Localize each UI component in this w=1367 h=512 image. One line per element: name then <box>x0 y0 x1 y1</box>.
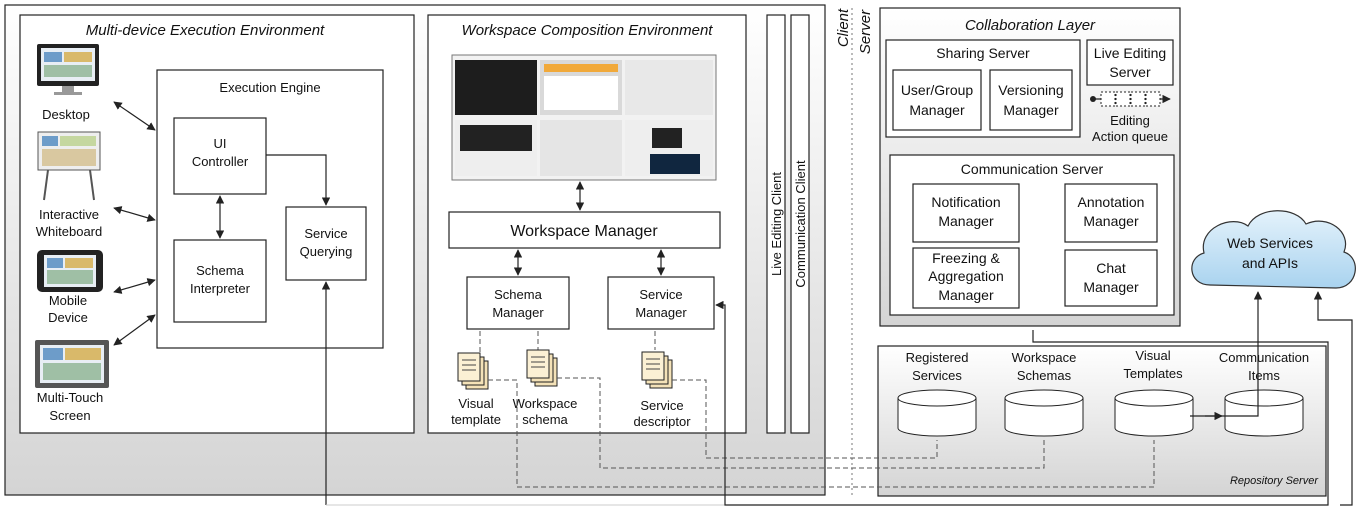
registered-services-label-2: Services <box>912 368 962 383</box>
device-multitouch-label-1: Multi-Touch <box>37 390 103 405</box>
schema-manager <box>466 276 570 330</box>
workspace-schemas-label-2: Schemas <box>1017 368 1072 383</box>
annotation-manager-label-2: Manager <box>1083 213 1139 229</box>
device-mobile-label-1: Mobile <box>49 293 87 308</box>
communication-client-label: Communication Client <box>793 160 808 288</box>
collaboration-layer: Collaboration Layer Sharing Server User/… <box>879 7 1181 327</box>
communication-client <box>790 14 810 434</box>
versioning-manager-label-1: Versioning <box>998 82 1063 98</box>
visual-templates-label-1: Visual <box>1135 348 1170 363</box>
freezing-manager-label-3: Manager <box>938 287 994 303</box>
chat-manager <box>1064 249 1158 307</box>
notification-manager-label-2: Manager <box>938 213 994 229</box>
document-icon-service-descriptor <box>641 351 673 389</box>
live-editing-server <box>1086 39 1174 86</box>
communication-items-label-2: Items <box>1248 368 1280 383</box>
editing-action-queue-icon <box>1090 91 1171 107</box>
freezing-aggregation-manager <box>912 247 1020 309</box>
live-editing-client-label: Live Editing Client <box>769 172 784 276</box>
editing-queue-label-2: Action queue <box>1092 129 1168 144</box>
schema-interpreter <box>173 239 267 323</box>
server-label: Server <box>857 9 874 54</box>
communication-items-db-icon <box>1224 389 1304 437</box>
tablet-icon <box>37 250 103 292</box>
workspace-screenshot-thumbnail <box>451 54 717 181</box>
execution-engine-title: Execution Engine <box>219 80 320 95</box>
visual-templates-label-2: Templates <box>1123 366 1183 381</box>
workspace-schemas-label-1: Workspace <box>1012 350 1077 365</box>
whiteboard-icon <box>37 131 101 201</box>
registered-services-label-1: Registered <box>906 350 969 365</box>
device-whiteboard-label-1: Interactive <box>39 207 99 222</box>
live-editing-server-label-1: Live Editing <box>1094 45 1166 61</box>
service-manager-label-2: Manager <box>635 305 687 320</box>
notification-manager <box>912 183 1020 243</box>
schema-manager-label-1: Schema <box>494 287 542 302</box>
annotation-manager-label-1: Annotation <box>1078 194 1145 210</box>
doc-service-descriptor-label-2: descriptor <box>633 414 691 429</box>
collab-title: Collaboration Layer <box>965 17 1096 34</box>
visual-templates-db-icon <box>1114 389 1194 437</box>
ui-controller-label-1: UI <box>214 136 227 151</box>
notification-manager-label-1: Notification <box>931 194 1000 210</box>
freezing-manager-label-1: Freezing & <box>932 250 1000 266</box>
device-whiteboard-label-2: Whiteboard <box>36 224 102 239</box>
live-editing-client <box>766 14 786 434</box>
service-manager <box>607 276 715 330</box>
doc-service-descriptor-label-1: Service <box>640 398 683 413</box>
device-mobile-label-2: Device <box>48 310 88 325</box>
service-querying-label-1: Service <box>304 226 347 241</box>
user-group-manager-label-1: User/Group <box>901 82 974 98</box>
device-desktop-label: Desktop <box>42 107 90 122</box>
workspace-composition-environment: Workspace Composition Environment Worksp… <box>427 14 747 434</box>
client-label: Client <box>835 8 852 47</box>
registered-services-db-icon <box>897 389 977 437</box>
versioning-manager <box>989 69 1073 131</box>
user-group-manager-label-2: Manager <box>909 102 965 118</box>
freezing-manager-label-2: Aggregation <box>928 268 1004 284</box>
multitouch-screen-icon <box>35 340 109 388</box>
web-services-label-2: and APIs <box>1242 255 1298 271</box>
chat-manager-label-2: Manager <box>1083 279 1139 295</box>
service-querying-label-2: Querying <box>300 244 353 259</box>
schema-interpreter-label-2: Interpreter <box>190 281 251 296</box>
mdee-title: Multi-device Execution Environment <box>86 22 325 39</box>
schema-manager-label-2: Manager <box>492 305 544 320</box>
workspace-schemas-db-icon <box>1004 389 1084 437</box>
document-icon-visual-template <box>457 352 489 390</box>
editing-queue-label-1: Editing <box>1110 113 1150 128</box>
ui-controller <box>173 117 267 195</box>
doc-workspace-schema-label-1: Workspace <box>513 396 578 411</box>
schema-interpreter-label-1: Schema <box>196 263 244 278</box>
workspace-manager <box>448 211 721 249</box>
repository-server-label: Repository Server <box>1230 475 1319 487</box>
user-group-manager <box>892 69 982 131</box>
web-services-label-1: Web Services <box>1227 235 1313 251</box>
wce-title: Workspace Composition Environment <box>462 22 714 39</box>
communication-items-label-1: Communication <box>1219 350 1309 365</box>
workspace-manager-label: Workspace Manager <box>510 223 658 240</box>
doc-visual-template-label-1: Visual <box>458 396 493 411</box>
desktop-icon <box>37 44 99 95</box>
communication-server-label: Communication Server <box>961 161 1104 177</box>
doc-visual-template-label-2: template <box>451 412 501 427</box>
repository-server: Repository Server Registered Services Wo… <box>877 345 1327 497</box>
annotation-manager <box>1064 183 1158 243</box>
device-multitouch-label-2: Screen <box>49 408 90 423</box>
ui-controller-label-2: Controller <box>192 154 249 169</box>
versioning-manager-label-2: Manager <box>1003 102 1059 118</box>
document-icon-workspace-schema <box>526 349 558 387</box>
service-manager-label-1: Service <box>639 287 682 302</box>
chat-manager-label-1: Chat <box>1096 260 1126 276</box>
doc-workspace-schema-label-2: schema <box>522 412 568 427</box>
multi-device-execution-environment: Multi-device Execution Environment Deskt… <box>19 14 415 434</box>
sharing-server-label: Sharing Server <box>936 45 1030 61</box>
web-services-cloud-icon <box>1191 210 1356 289</box>
service-querying <box>285 206 367 281</box>
live-editing-server-label-2: Server <box>1109 64 1151 80</box>
